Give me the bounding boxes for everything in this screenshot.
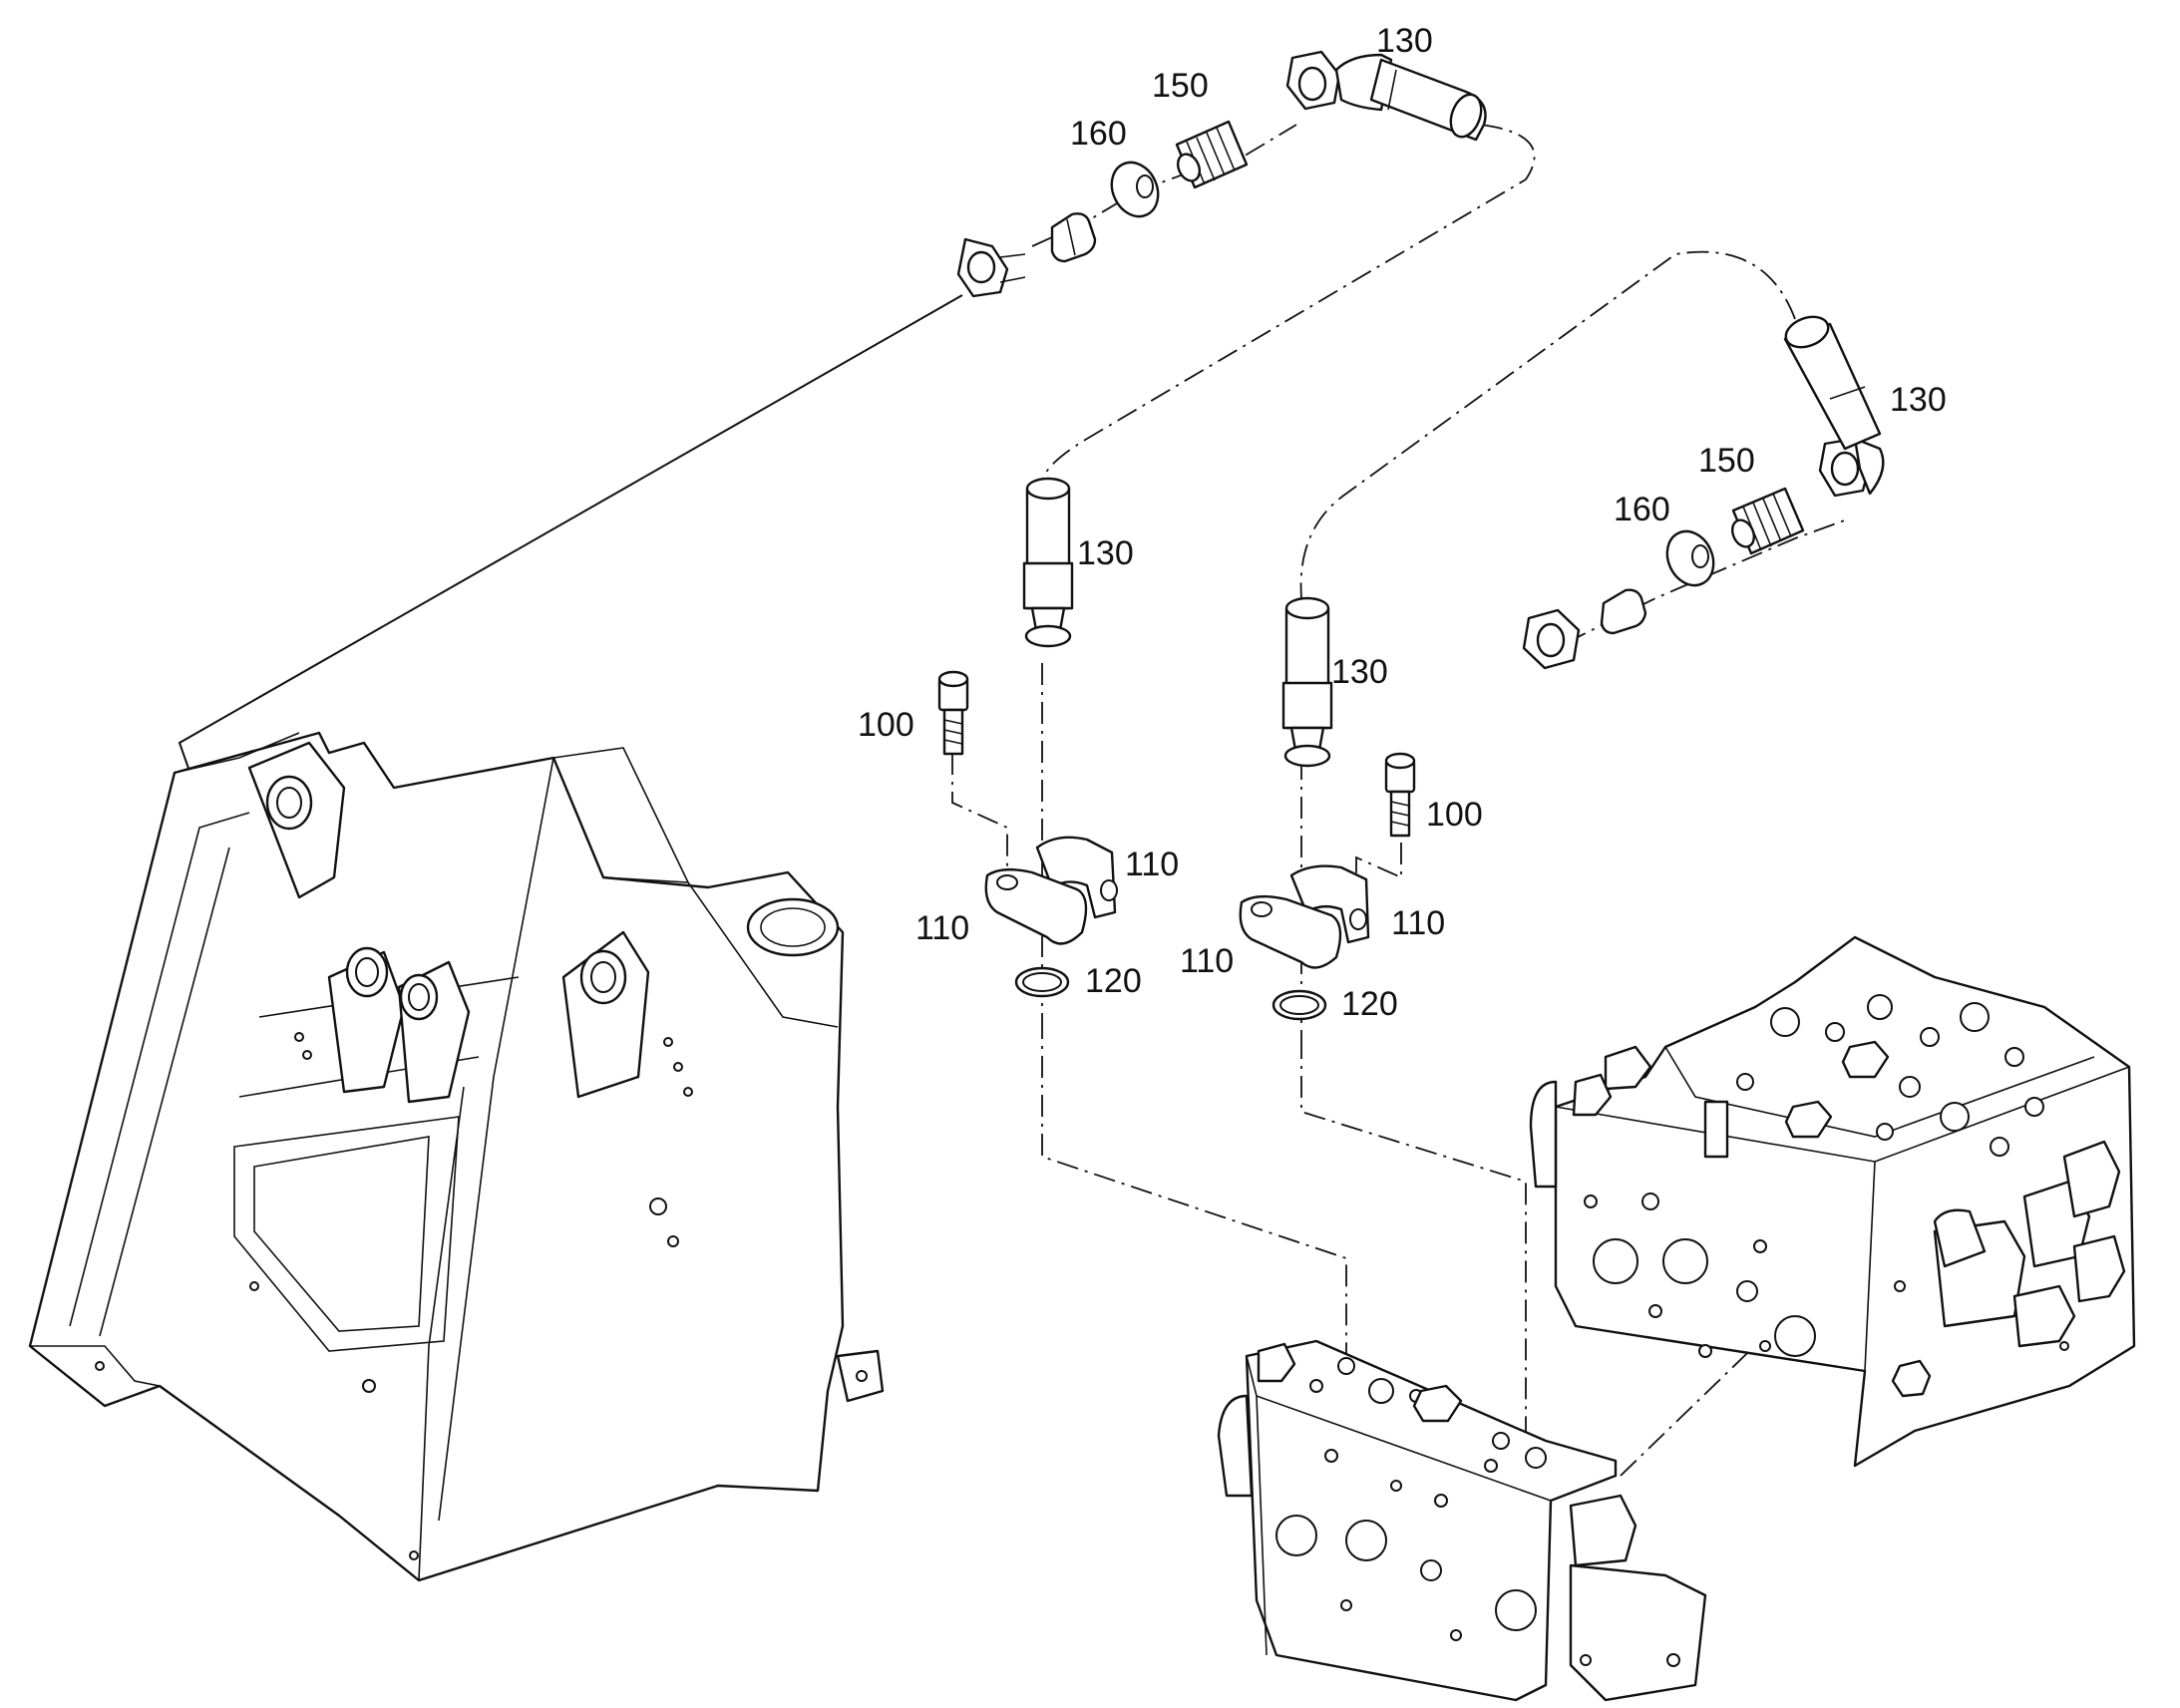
valve-link-line [1620, 1330, 1771, 1477]
right-nipple [1600, 588, 1647, 635]
top-elbow-hose [1285, 50, 1487, 142]
screw-left-axis [951, 753, 1008, 867]
callout-hose-mid-right: 130 [1331, 653, 1388, 691]
loader-frame [28, 731, 885, 1582]
callout-screw-right: 100 [1426, 796, 1483, 834]
callout-flange-right-a: 110 [1391, 904, 1445, 942]
screw-left [937, 670, 969, 756]
right-axis-line [1565, 517, 1851, 644]
callout-fitting-right: 150 [1698, 442, 1755, 480]
right-washer [1665, 529, 1715, 587]
callout-flange-left-a: 110 [1125, 846, 1179, 883]
top-nipple [1050, 212, 1097, 263]
callout-hose-mid-left: 130 [1077, 534, 1134, 572]
auxiliary-valve [1217, 1339, 1707, 1702]
oring-right [1272, 989, 1327, 1021]
callout-hose-right: 130 [1890, 381, 1947, 419]
screw-right-axis [1355, 843, 1402, 902]
hose-right-straight [1281, 596, 1333, 768]
top-washer [1110, 161, 1160, 218]
left-to-valve-line [1041, 1017, 1347, 1381]
callout-oring-right: 120 [1341, 985, 1398, 1023]
callout-washer-top: 160 [1070, 115, 1127, 153]
right-fitting [1730, 487, 1805, 555]
right-elbow-hose [1783, 315, 1885, 498]
callout-fitting-top: 150 [1152, 67, 1209, 105]
right-to-valve-line [1300, 1037, 1527, 1441]
callout-screw-left: 100 [858, 706, 914, 744]
callout-washer-right: 160 [1614, 491, 1670, 528]
callout-flange-right-b: 110 [1180, 942, 1234, 980]
callout-labels: 130 150 160 130 150 160 130 130 100 100 … [858, 22, 1947, 1023]
oring-left [1014, 966, 1070, 998]
hose-left-straight [1022, 477, 1074, 648]
top-nut [956, 237, 1026, 298]
main-control-valve [1529, 935, 2136, 1468]
callout-oring-left: 120 [1085, 962, 1142, 1000]
hose-run-left [1040, 124, 1536, 490]
flange-right [1239, 864, 1370, 969]
callout-hose-top: 130 [1376, 22, 1433, 60]
callout-flange-left-b: 110 [915, 909, 969, 947]
flange-left [984, 836, 1118, 945]
screw-right [1384, 752, 1416, 838]
right-nut [1522, 608, 1581, 670]
top-fitting [1175, 120, 1249, 189]
hose-run-right [1299, 250, 1796, 599]
